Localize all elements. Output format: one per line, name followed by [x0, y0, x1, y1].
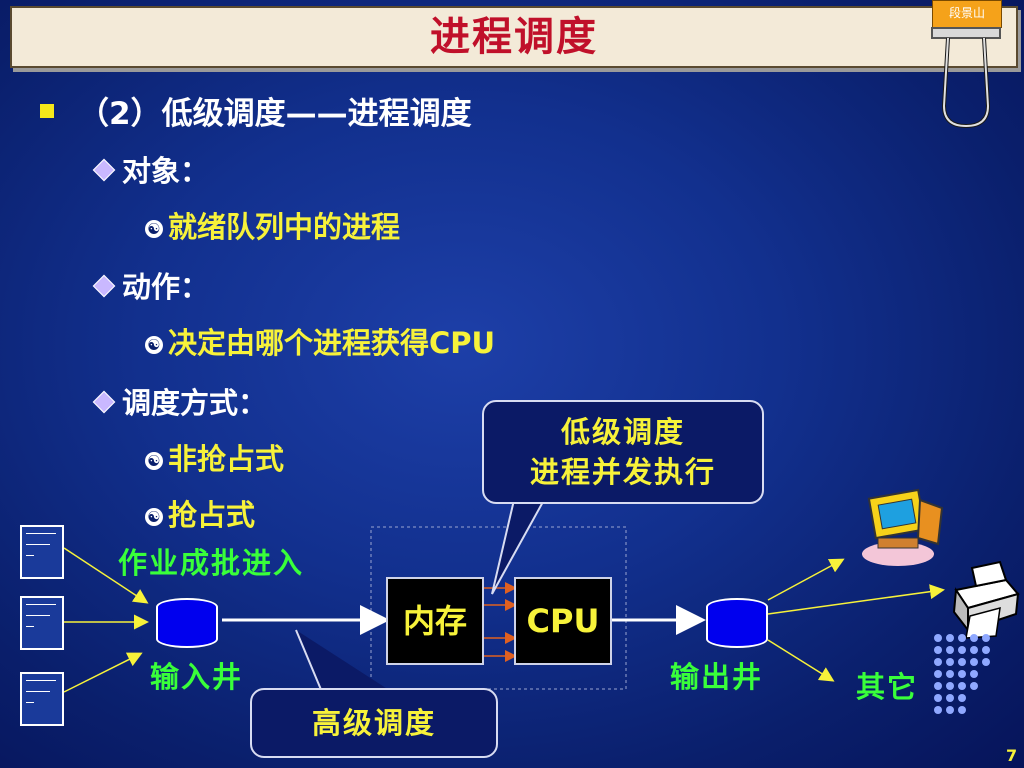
- bullet-object-item: 就绪队列中的进程: [168, 210, 401, 244]
- cpu-label: CPU: [526, 602, 600, 640]
- yinyang-bullet-icon: ☯: [145, 220, 163, 238]
- bullet-action-item: 决定由哪个进程获得CPU: [168, 326, 496, 360]
- bullet-preemptive: 抢占式: [168, 498, 256, 532]
- author-tag-label: 段景山: [948, 6, 985, 20]
- bullet-non-preemptive: 非抢占式: [168, 442, 285, 476]
- square-bullet-icon: [40, 104, 54, 118]
- slide-title: 进程调度: [430, 14, 598, 60]
- memory-label: 内存: [402, 602, 467, 640]
- printer-icon: [952, 560, 1020, 639]
- bullet-main: （2）低级调度——进程调度: [78, 96, 472, 132]
- job-document-icon: [20, 525, 64, 579]
- binder-clip-icon: [931, 27, 1001, 129]
- low-sched-line1: 低级调度: [560, 415, 685, 449]
- bullet-object: 对象：: [122, 154, 210, 188]
- other-label: 其它: [856, 670, 919, 704]
- computer-icon: [862, 488, 944, 566]
- bullet-action: 动作：: [122, 270, 210, 304]
- high-sched-label: 高级调度: [311, 706, 436, 740]
- output-well-cylinder-icon: [706, 598, 768, 648]
- high-level-sched-callout: 高级调度: [250, 688, 498, 758]
- callout-pointer-high: [295, 629, 392, 693]
- jobs-enter-label: 作业成批进入: [118, 546, 305, 580]
- job-document-icon: [20, 596, 64, 650]
- output-well-label: 输出井: [670, 660, 764, 694]
- low-level-sched-callout: 低级调度 进程并发执行: [482, 400, 764, 504]
- dot-grid-decoration: [934, 634, 990, 714]
- bullet-sched-mode: 调度方式：: [122, 386, 268, 420]
- input-well-cylinder-icon: [156, 598, 218, 648]
- yinyang-bullet-icon: ☯: [145, 452, 163, 470]
- memory-box: 内存: [386, 577, 484, 665]
- job-document-icon: [20, 672, 64, 726]
- callout-pointer-low: [491, 498, 545, 595]
- input-well-label: 输入井: [150, 660, 244, 694]
- title-bar: 进程调度: [10, 6, 1018, 68]
- cpu-box: CPU: [514, 577, 612, 665]
- yinyang-bullet-icon: ☯: [145, 508, 163, 526]
- low-sched-line2: 进程并发执行: [529, 455, 716, 489]
- page-number: 7: [1006, 746, 1018, 765]
- yinyang-bullet-icon: ☯: [145, 336, 163, 354]
